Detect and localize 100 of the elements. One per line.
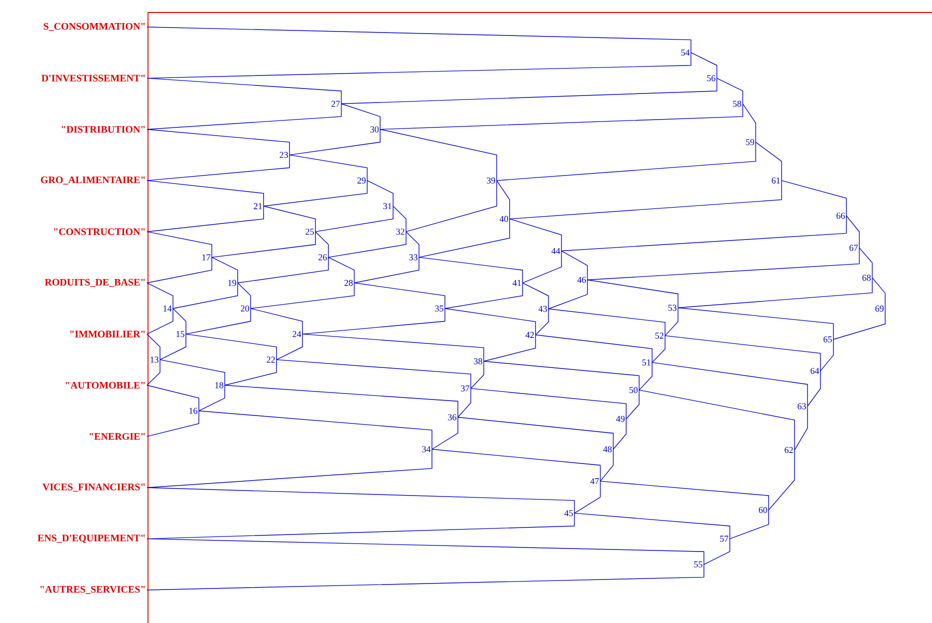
connector-line xyxy=(250,282,355,309)
connector-line xyxy=(483,360,640,390)
connector-line xyxy=(276,359,472,389)
connector-line xyxy=(716,78,744,104)
connector-line xyxy=(406,231,420,258)
node-number: 23 xyxy=(280,152,288,158)
node-number: 26 xyxy=(318,254,327,260)
node-number: 14 xyxy=(164,306,172,312)
connector-line xyxy=(652,362,808,407)
connector-line xyxy=(820,339,834,372)
connector-line xyxy=(211,256,238,284)
connector-line xyxy=(652,335,666,363)
node-number: 19 xyxy=(228,280,236,286)
connector-line xyxy=(548,280,588,310)
connector-line xyxy=(198,410,432,450)
connector-line xyxy=(366,180,394,206)
node-number: 22 xyxy=(266,356,275,363)
connector-line xyxy=(380,103,744,130)
category-label: GRO_ALIMENTAIRE" xyxy=(40,176,145,185)
connector-line xyxy=(664,307,678,336)
connector-line xyxy=(742,103,756,142)
node-number: 47 xyxy=(590,478,599,484)
connector-line xyxy=(224,359,277,386)
node-number: 27 xyxy=(332,100,340,107)
category-label: D'INVESTISSEMENT" xyxy=(42,74,145,82)
node-number: 48 xyxy=(603,446,612,452)
connector-line xyxy=(406,180,498,232)
connector-line xyxy=(146,308,174,334)
connector-line xyxy=(768,450,795,510)
node-number: 32 xyxy=(396,228,404,235)
connector-line xyxy=(146,154,290,181)
connector-line xyxy=(289,154,368,181)
connector-line xyxy=(858,247,873,278)
node-number: 56 xyxy=(707,75,716,82)
connector-line xyxy=(807,370,821,407)
connector-line xyxy=(458,416,614,450)
connector-line xyxy=(250,308,303,334)
connector-line xyxy=(340,103,380,130)
node-number: 37 xyxy=(461,385,470,392)
connector-line xyxy=(198,384,226,412)
connector-line xyxy=(794,406,808,450)
connector-line xyxy=(146,410,200,437)
node-number: 55 xyxy=(694,561,702,568)
node-number: 66 xyxy=(836,212,845,219)
connector-line xyxy=(678,307,834,340)
connector-line xyxy=(600,480,769,510)
connector-line xyxy=(444,282,523,309)
category-label: VICES_FINANCIERS" xyxy=(42,484,145,492)
connector-line xyxy=(626,390,640,420)
connector-line xyxy=(561,250,588,280)
connector-line xyxy=(354,282,446,309)
node-number: 69 xyxy=(875,306,884,312)
connector-line xyxy=(146,359,160,386)
connector-line xyxy=(704,538,730,565)
connector-line xyxy=(146,384,200,412)
connector-line xyxy=(237,256,329,284)
node-number: 62 xyxy=(784,447,793,454)
connector-line xyxy=(340,78,718,104)
connector-line xyxy=(302,334,484,362)
node-number: 57 xyxy=(720,536,728,542)
connector-line xyxy=(522,282,549,310)
connector-line xyxy=(172,282,238,309)
connector-line xyxy=(172,308,186,334)
connector-line xyxy=(535,334,652,363)
connector-line xyxy=(146,103,342,130)
node-number: 59 xyxy=(746,139,754,146)
connector-line xyxy=(146,564,704,590)
node-number: 67 xyxy=(850,244,858,251)
connector-line xyxy=(496,142,756,181)
node-number: 42 xyxy=(526,332,534,338)
node-number: 63 xyxy=(798,403,806,410)
connector-line xyxy=(612,418,627,450)
node-number: 60 xyxy=(758,506,768,514)
connector-line xyxy=(587,247,860,280)
node-number: 54 xyxy=(681,50,690,56)
node-number: 68 xyxy=(862,274,871,281)
node-number: 30 xyxy=(370,126,379,132)
connector-line xyxy=(535,308,549,336)
node-number: 24 xyxy=(292,331,302,338)
connector-line xyxy=(186,308,251,334)
connector-line xyxy=(418,218,510,258)
connector-line xyxy=(638,390,795,450)
node-number: 49 xyxy=(616,416,625,422)
connector-line xyxy=(276,334,303,360)
connector-line xyxy=(638,362,652,390)
node-number: 65 xyxy=(824,336,832,342)
connector-line xyxy=(600,448,614,482)
node-number: 18 xyxy=(215,382,224,388)
connector-line xyxy=(392,206,406,232)
node-number: 45 xyxy=(564,510,573,516)
category-label: S_CONSOMMATION" xyxy=(44,23,145,31)
node-number: 40 xyxy=(500,216,508,222)
node-number: 34 xyxy=(422,446,431,452)
connector-line xyxy=(781,180,847,216)
node-number: 16 xyxy=(189,408,198,414)
connector-line xyxy=(483,334,536,362)
node-number: 25 xyxy=(306,228,314,235)
node-number: 43 xyxy=(538,306,547,312)
connector-line xyxy=(328,256,355,284)
connector-line xyxy=(509,218,562,252)
